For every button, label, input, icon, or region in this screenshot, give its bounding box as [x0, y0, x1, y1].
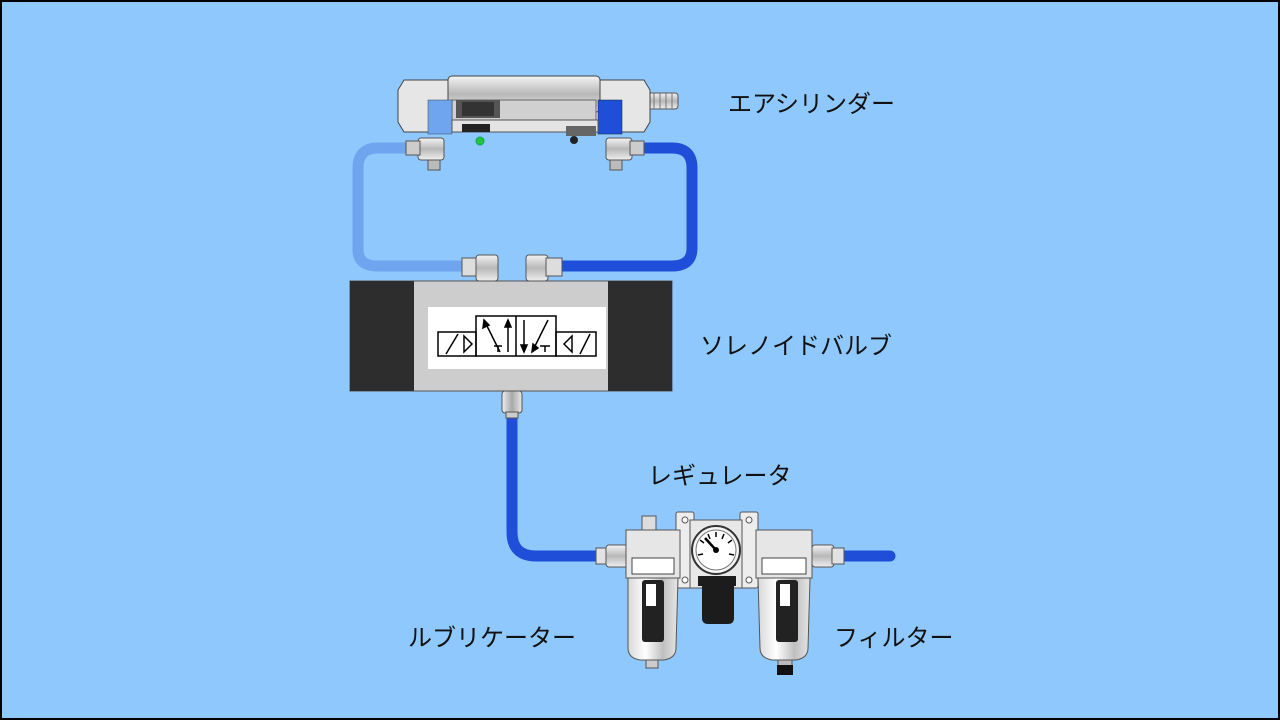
label-filter: フィルター [834, 624, 954, 652]
tube-supply [506, 406, 604, 562]
filter [755, 529, 813, 675]
cylinder-fitting-right [605, 137, 645, 171]
label-solenoid-valve: ソレノイドバルブ [700, 332, 892, 360]
filter-drain [777, 665, 793, 675]
label-regulator: レギュレータ [648, 462, 792, 490]
solenoid-valve [349, 254, 673, 419]
valve-port-a-fitting [461, 254, 499, 282]
valve-solenoid-left [350, 281, 414, 391]
regulator [689, 519, 743, 624]
valve-solenoid-right [608, 281, 672, 391]
lubricator [625, 515, 681, 669]
tube-right [554, 142, 698, 272]
cylinder-chamber-right [597, 99, 623, 135]
frl-unit [595, 511, 845, 675]
label-lubricator: ルブリケーター [408, 624, 576, 652]
valve-symbol-panel [428, 307, 606, 369]
air-cylinder [397, 75, 679, 171]
filter-inlet-fitting [811, 544, 845, 568]
cylinder-chamber-left [427, 99, 453, 135]
air-tubes [352, 142, 896, 562]
cylinder-fitting-left [405, 137, 445, 171]
regulator-knob [698, 576, 736, 586]
label-air-cylinder: エアシリンダー [728, 90, 895, 118]
tube-left [352, 142, 468, 272]
cylinder-sensor-led [475, 136, 485, 146]
valve-port-b-fitting [525, 254, 563, 282]
valve-port-p-fitting [501, 390, 523, 419]
lubricator-outlet-fitting [595, 544, 629, 568]
pressure-gauge-icon [691, 525, 741, 575]
valve-iso-symbol [437, 315, 597, 357]
